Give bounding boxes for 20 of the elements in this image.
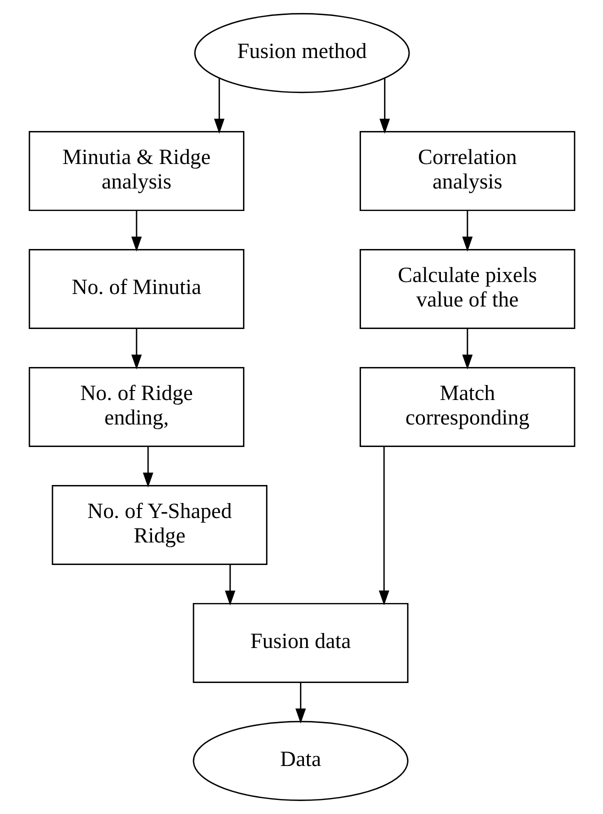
- arrow: [379, 78, 390, 134]
- arrow: [130, 328, 142, 370]
- node-box: No. of Ridge ending,: [28, 367, 244, 447]
- arrow: [462, 210, 472, 252]
- arrow: [294, 682, 306, 724]
- arrow: [142, 446, 153, 488]
- arrow: [224, 564, 235, 606]
- node-box: No. of Minutia: [28, 249, 244, 330]
- node-box: Fusion data: [192, 602, 408, 683]
- arrow: [214, 78, 224, 134]
- node-box: Calculate pixels value of the: [359, 249, 575, 330]
- node-box: No. of Y-Shaped Ridge: [51, 484, 267, 565]
- node-box: Match corresponding: [359, 367, 575, 447]
- node-box: Minutia & Ridge analysis: [28, 131, 244, 212]
- arrow: [378, 446, 389, 606]
- node-ellipse: Data: [192, 720, 408, 801]
- arrow: [130, 210, 142, 252]
- node-box: Correlation analysis: [359, 131, 575, 212]
- arrow: [462, 328, 472, 370]
- node-ellipse: Fusion method: [194, 13, 410, 94]
